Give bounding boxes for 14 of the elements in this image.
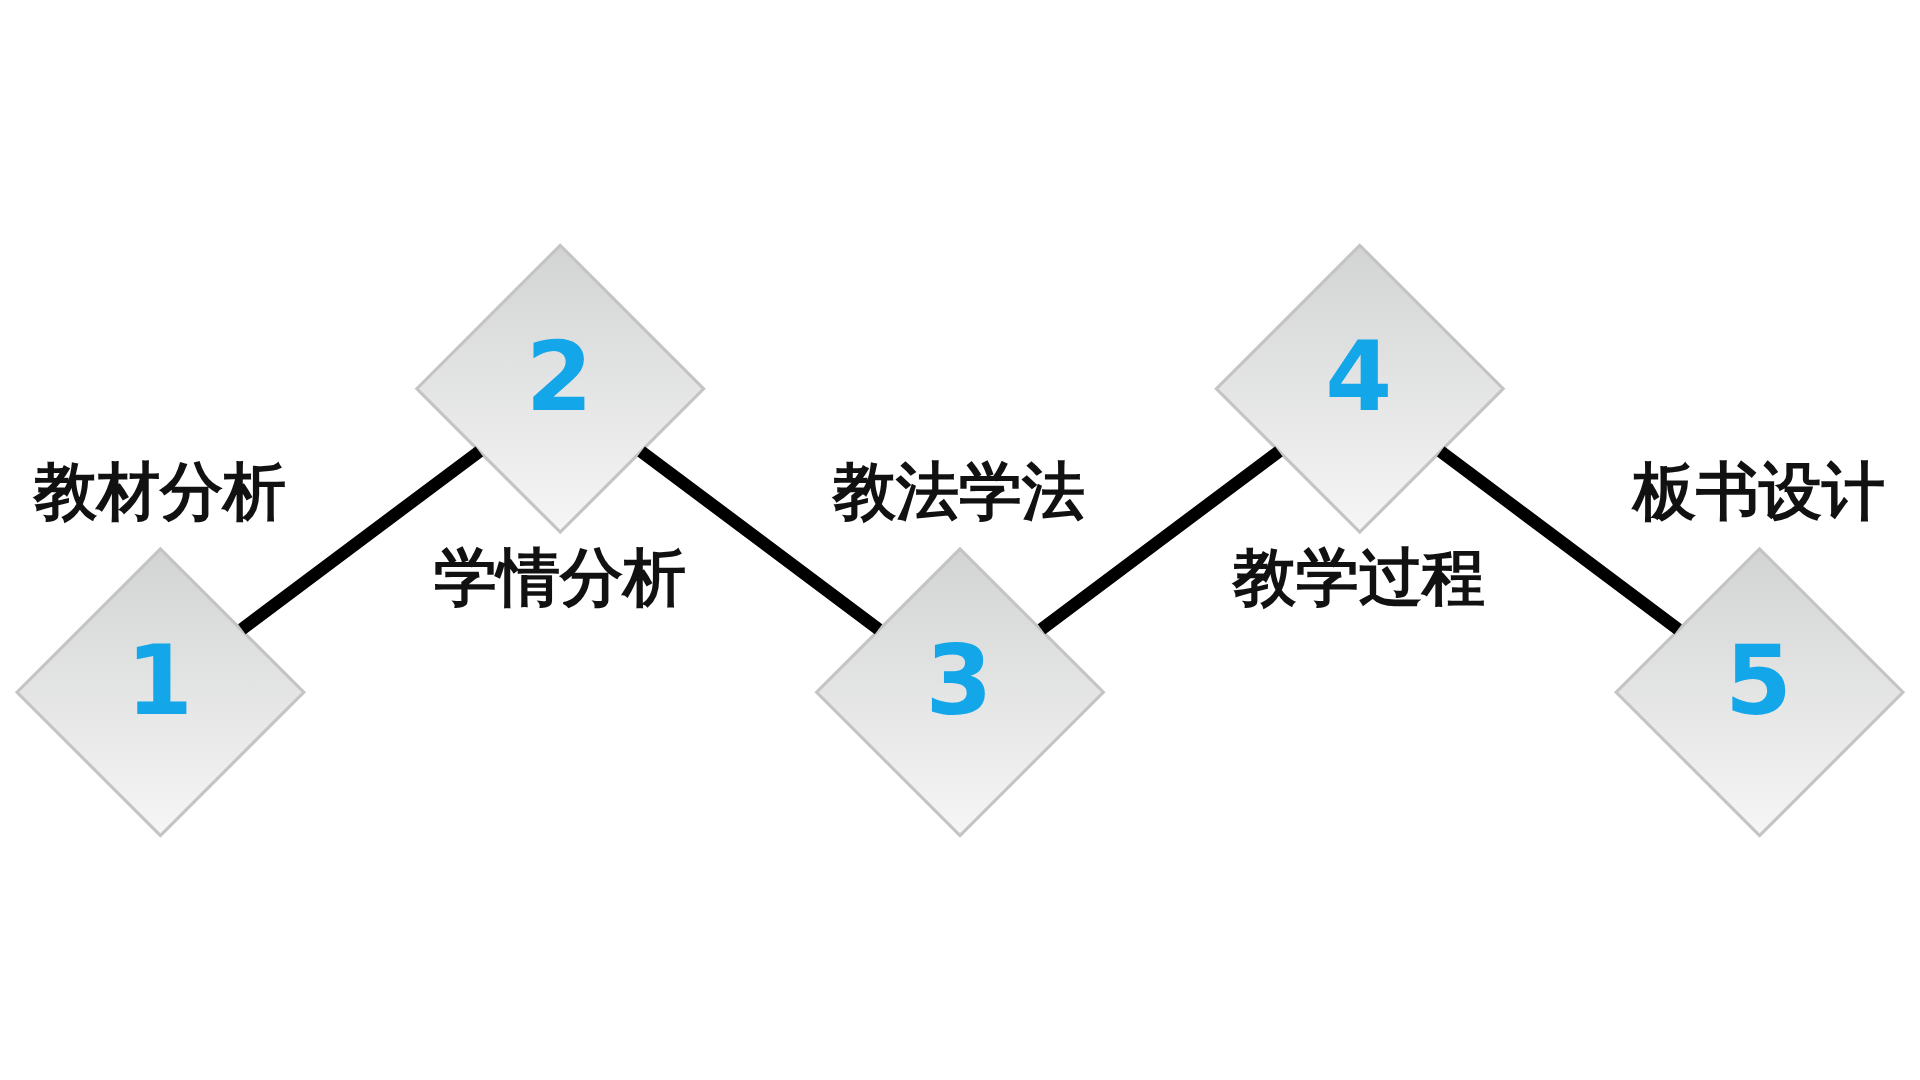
node-label: 教材分析 <box>33 454 286 528</box>
node-diamond: 2 <box>414 242 706 534</box>
node-label: 教学过程 <box>1233 540 1486 614</box>
node-diamond: 5 <box>1613 546 1906 838</box>
node-label: 学情分析 <box>433 540 686 614</box>
connector <box>1037 445 1283 634</box>
node-label: 教法学法 <box>833 454 1086 528</box>
node-diamond: 4 <box>1214 242 1506 534</box>
node-diamond: 3 <box>814 546 1106 838</box>
connector <box>637 445 883 634</box>
node-label: 板书设计 <box>1632 454 1885 528</box>
connector <box>238 445 484 634</box>
connector <box>1436 445 1682 634</box>
node-diamond: 1 <box>14 546 307 838</box>
